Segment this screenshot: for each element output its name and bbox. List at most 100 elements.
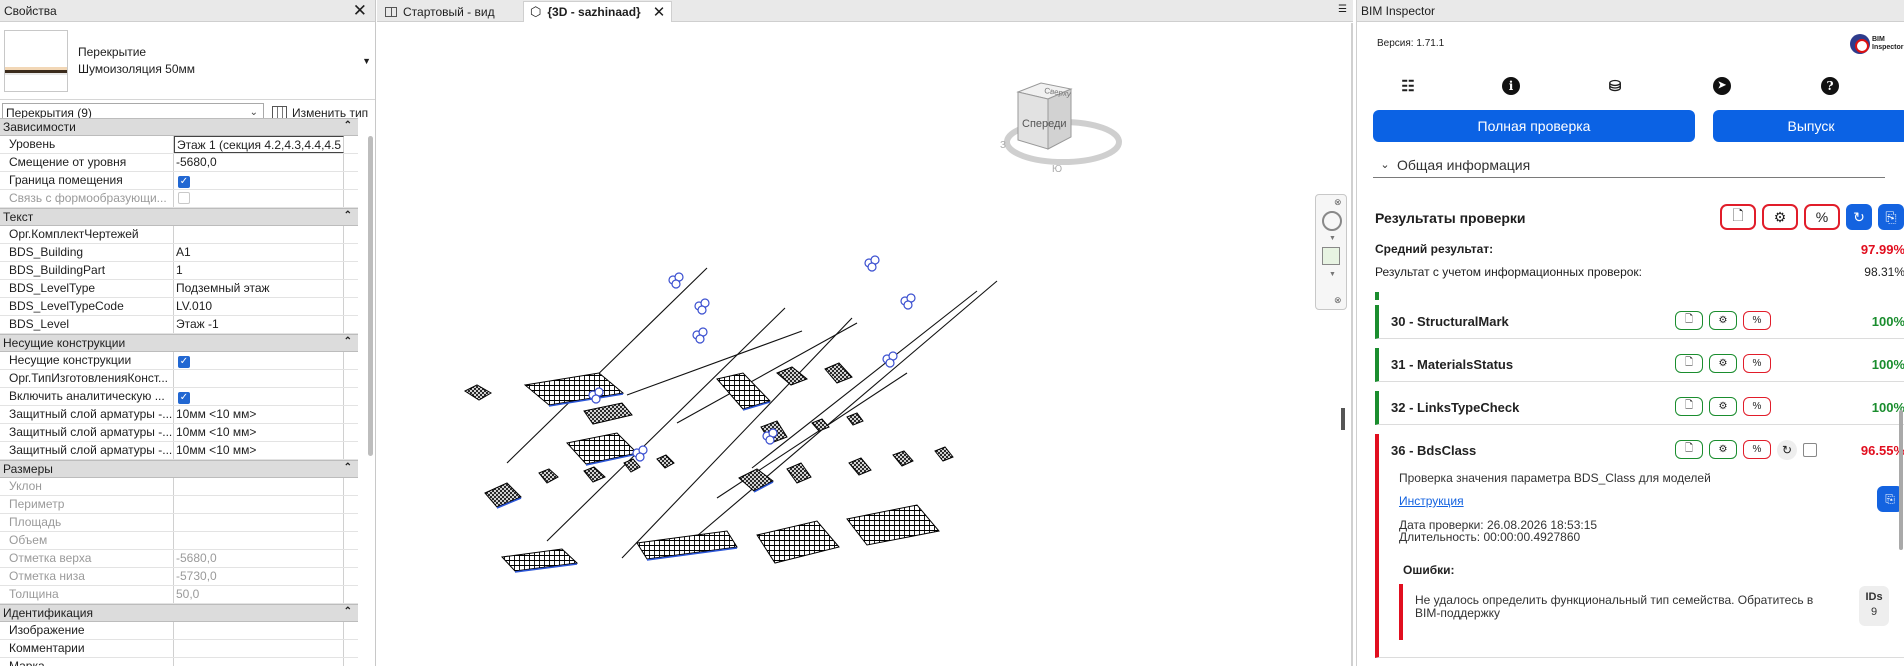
property-value[interactable] [174, 226, 344, 243]
zoom-icon[interactable] [1322, 247, 1340, 265]
tab-menu-icon[interactable]: ☰ [1338, 4, 1347, 15]
chevron-down-icon[interactable]: ▼ [1329, 271, 1336, 278]
property-value[interactable] [174, 370, 344, 387]
info-icon[interactable]: i [1500, 75, 1522, 97]
export-button[interactable]: ⎘ [1878, 204, 1904, 230]
property-value[interactable]: 1 [174, 262, 344, 279]
property-group-header[interactable]: Размеры⌃ [0, 460, 358, 478]
panel-splitter[interactable] [1341, 408, 1345, 430]
property-value[interactable]: Этаж -1 [174, 316, 344, 333]
property-value[interactable]: A1 [174, 244, 344, 261]
settings-icon[interactable]: ⊗ [1334, 295, 1342, 305]
property-row[interactable]: Площадь [0, 514, 358, 532]
property-checkbox[interactable]: ✓ [178, 356, 190, 368]
property-row[interactable]: Орг.КомплектЧертежей [0, 226, 358, 244]
type-selector[interactable]: Перекрытие Шумоизоляция 50мм ▼ [0, 22, 375, 100]
property-value[interactable]: Подземный этаж [174, 280, 344, 297]
property-row[interactable]: Смещение от уровня-5680,0 [0, 154, 358, 172]
refresh-button[interactable]: ↻ [1846, 204, 1872, 230]
property-value[interactable]: 10мм <10 мм> [174, 442, 344, 459]
property-row[interactable]: Связь с формообразующи... [0, 190, 358, 208]
property-row[interactable]: Несущие конструкции✓ [0, 352, 358, 370]
property-group-header[interactable]: Идентификация⌃ [0, 604, 358, 622]
property-value[interactable]: ✓ [174, 352, 344, 369]
check-item[interactable]: 31 - MaterialsStatus🗋⚙%100% [1375, 348, 1904, 382]
property-value[interactable] [174, 658, 344, 666]
property-row[interactable]: Отметка верха-5680,0 [0, 550, 358, 568]
property-value[interactable]: Этаж 1 (секция 4.2,4.3,4.4,4.5 [174, 136, 344, 153]
property-row[interactable]: Марка [0, 658, 358, 666]
refresh-icon[interactable]: ↻ [1777, 440, 1797, 460]
report-button[interactable]: 🗋 [1675, 311, 1703, 330]
property-group-header[interactable]: Зависимости⌃ [0, 118, 358, 136]
settings-button[interactable]: ⚙ [1762, 204, 1798, 230]
close-icon[interactable]: ✕ [652, 3, 666, 21]
database-add-icon[interactable]: ⛁ [1608, 78, 1622, 95]
property-row[interactable]: Орг.ТипИзготовленияКонст... [0, 370, 358, 388]
property-value[interactable]: ✓ [174, 172, 344, 189]
percent-button[interactable]: % [1743, 440, 1771, 459]
property-row[interactable]: Изображение [0, 622, 358, 640]
percent-button[interactable]: % [1743, 354, 1771, 373]
tab-start-view[interactable]: Стартовый - вид [379, 1, 501, 22]
property-value[interactable] [174, 640, 344, 657]
bim-scrollbar[interactable] [1899, 410, 1903, 550]
viewcube[interactable]: Сверху Спереди З Ю [1000, 82, 1122, 175]
settings-button[interactable]: ⚙ [1709, 440, 1737, 459]
ids-button[interactable]: IDs 9 [1859, 586, 1889, 626]
property-row[interactable]: Защитный слой арматуры -...10мм <10 мм> [0, 424, 358, 442]
help-icon[interactable]: ? [1819, 75, 1841, 97]
report-button[interactable]: 🗋 [1675, 354, 1703, 373]
collapse-icon[interactable]: ⌃ [343, 336, 352, 347]
property-value[interactable]: ✓ [174, 388, 344, 405]
property-row[interactable]: Отметка низа-5730,0 [0, 568, 358, 586]
full-check-button[interactable]: Полная проверка [1373, 110, 1695, 142]
3d-viewport[interactable]: Сверху Спереди З Ю ⊗ ▼ ▼ ⊗ [377, 23, 1353, 666]
checklist-icon[interactable]: ☷ [1401, 78, 1415, 95]
close-icon[interactable]: ✕ [352, 1, 367, 20]
property-row[interactable]: Включить аналитическую ...✓ [0, 388, 358, 406]
collapse-icon[interactable]: ⌃ [343, 606, 352, 617]
telegram-icon[interactable]: ➤ [1711, 75, 1733, 97]
check-item-expanded[interactable]: 36 - BdsClass 🗋 ⚙ % ↻ 96.55% Проверка зн… [1375, 434, 1904, 658]
settings-button[interactable]: ⚙ [1709, 397, 1737, 416]
general-info-expander[interactable]: ⌄ Общая информация [1373, 152, 1885, 178]
release-button[interactable]: Выпуск [1713, 110, 1904, 142]
property-value[interactable]: -5680,0 [174, 154, 344, 171]
collapse-icon[interactable]: ⌃ [343, 462, 352, 473]
property-row[interactable]: Граница помещения✓ [0, 172, 358, 190]
check-item[interactable]: 30 - StructuralMark🗋⚙%100% [1375, 305, 1904, 339]
report-button[interactable]: 🗋 [1720, 204, 1756, 230]
collapse-icon[interactable]: ⌃ [343, 210, 352, 221]
edit-type-button[interactable]: Изменить тип [272, 106, 368, 120]
chevron-down-icon[interactable]: ▼ [1329, 235, 1336, 242]
copy-button[interactable]: ⎘ [1877, 486, 1903, 512]
settings-button[interactable]: ⚙ [1709, 311, 1737, 330]
property-row[interactable]: Объем [0, 532, 358, 550]
property-group-header[interactable]: Текст⌃ [0, 208, 358, 226]
property-value[interactable]: 10мм <10 мм> [174, 406, 344, 423]
report-button[interactable]: 🗋 [1675, 440, 1703, 459]
property-row[interactable]: Периметр [0, 496, 358, 514]
property-checkbox[interactable]: ✓ [178, 392, 190, 404]
check-item[interactable]: 32 - LinksTypeCheck🗋⚙%100% [1375, 391, 1904, 425]
property-row[interactable]: Защитный слой арматуры -...10мм <10 мм> [0, 442, 358, 460]
property-row[interactable]: Уклон [0, 478, 358, 496]
percent-button[interactable]: % [1804, 204, 1840, 230]
property-value[interactable]: 10мм <10 мм> [174, 424, 344, 441]
property-row[interactable]: Комментарии [0, 640, 358, 658]
property-value[interactable]: LV.010 [174, 298, 344, 315]
property-checkbox[interactable]: ✓ [178, 176, 190, 188]
check-select-checkbox[interactable] [1803, 443, 1817, 457]
property-group-header[interactable]: Несущие конструкции⌃ [0, 334, 358, 352]
property-row[interactable]: Защитный слой арматуры -...10мм <10 мм> [0, 406, 358, 424]
property-value[interactable] [174, 622, 344, 639]
tab-3d-view[interactable]: ⬡ {3D - sazhinaad} ✕ [523, 1, 673, 22]
